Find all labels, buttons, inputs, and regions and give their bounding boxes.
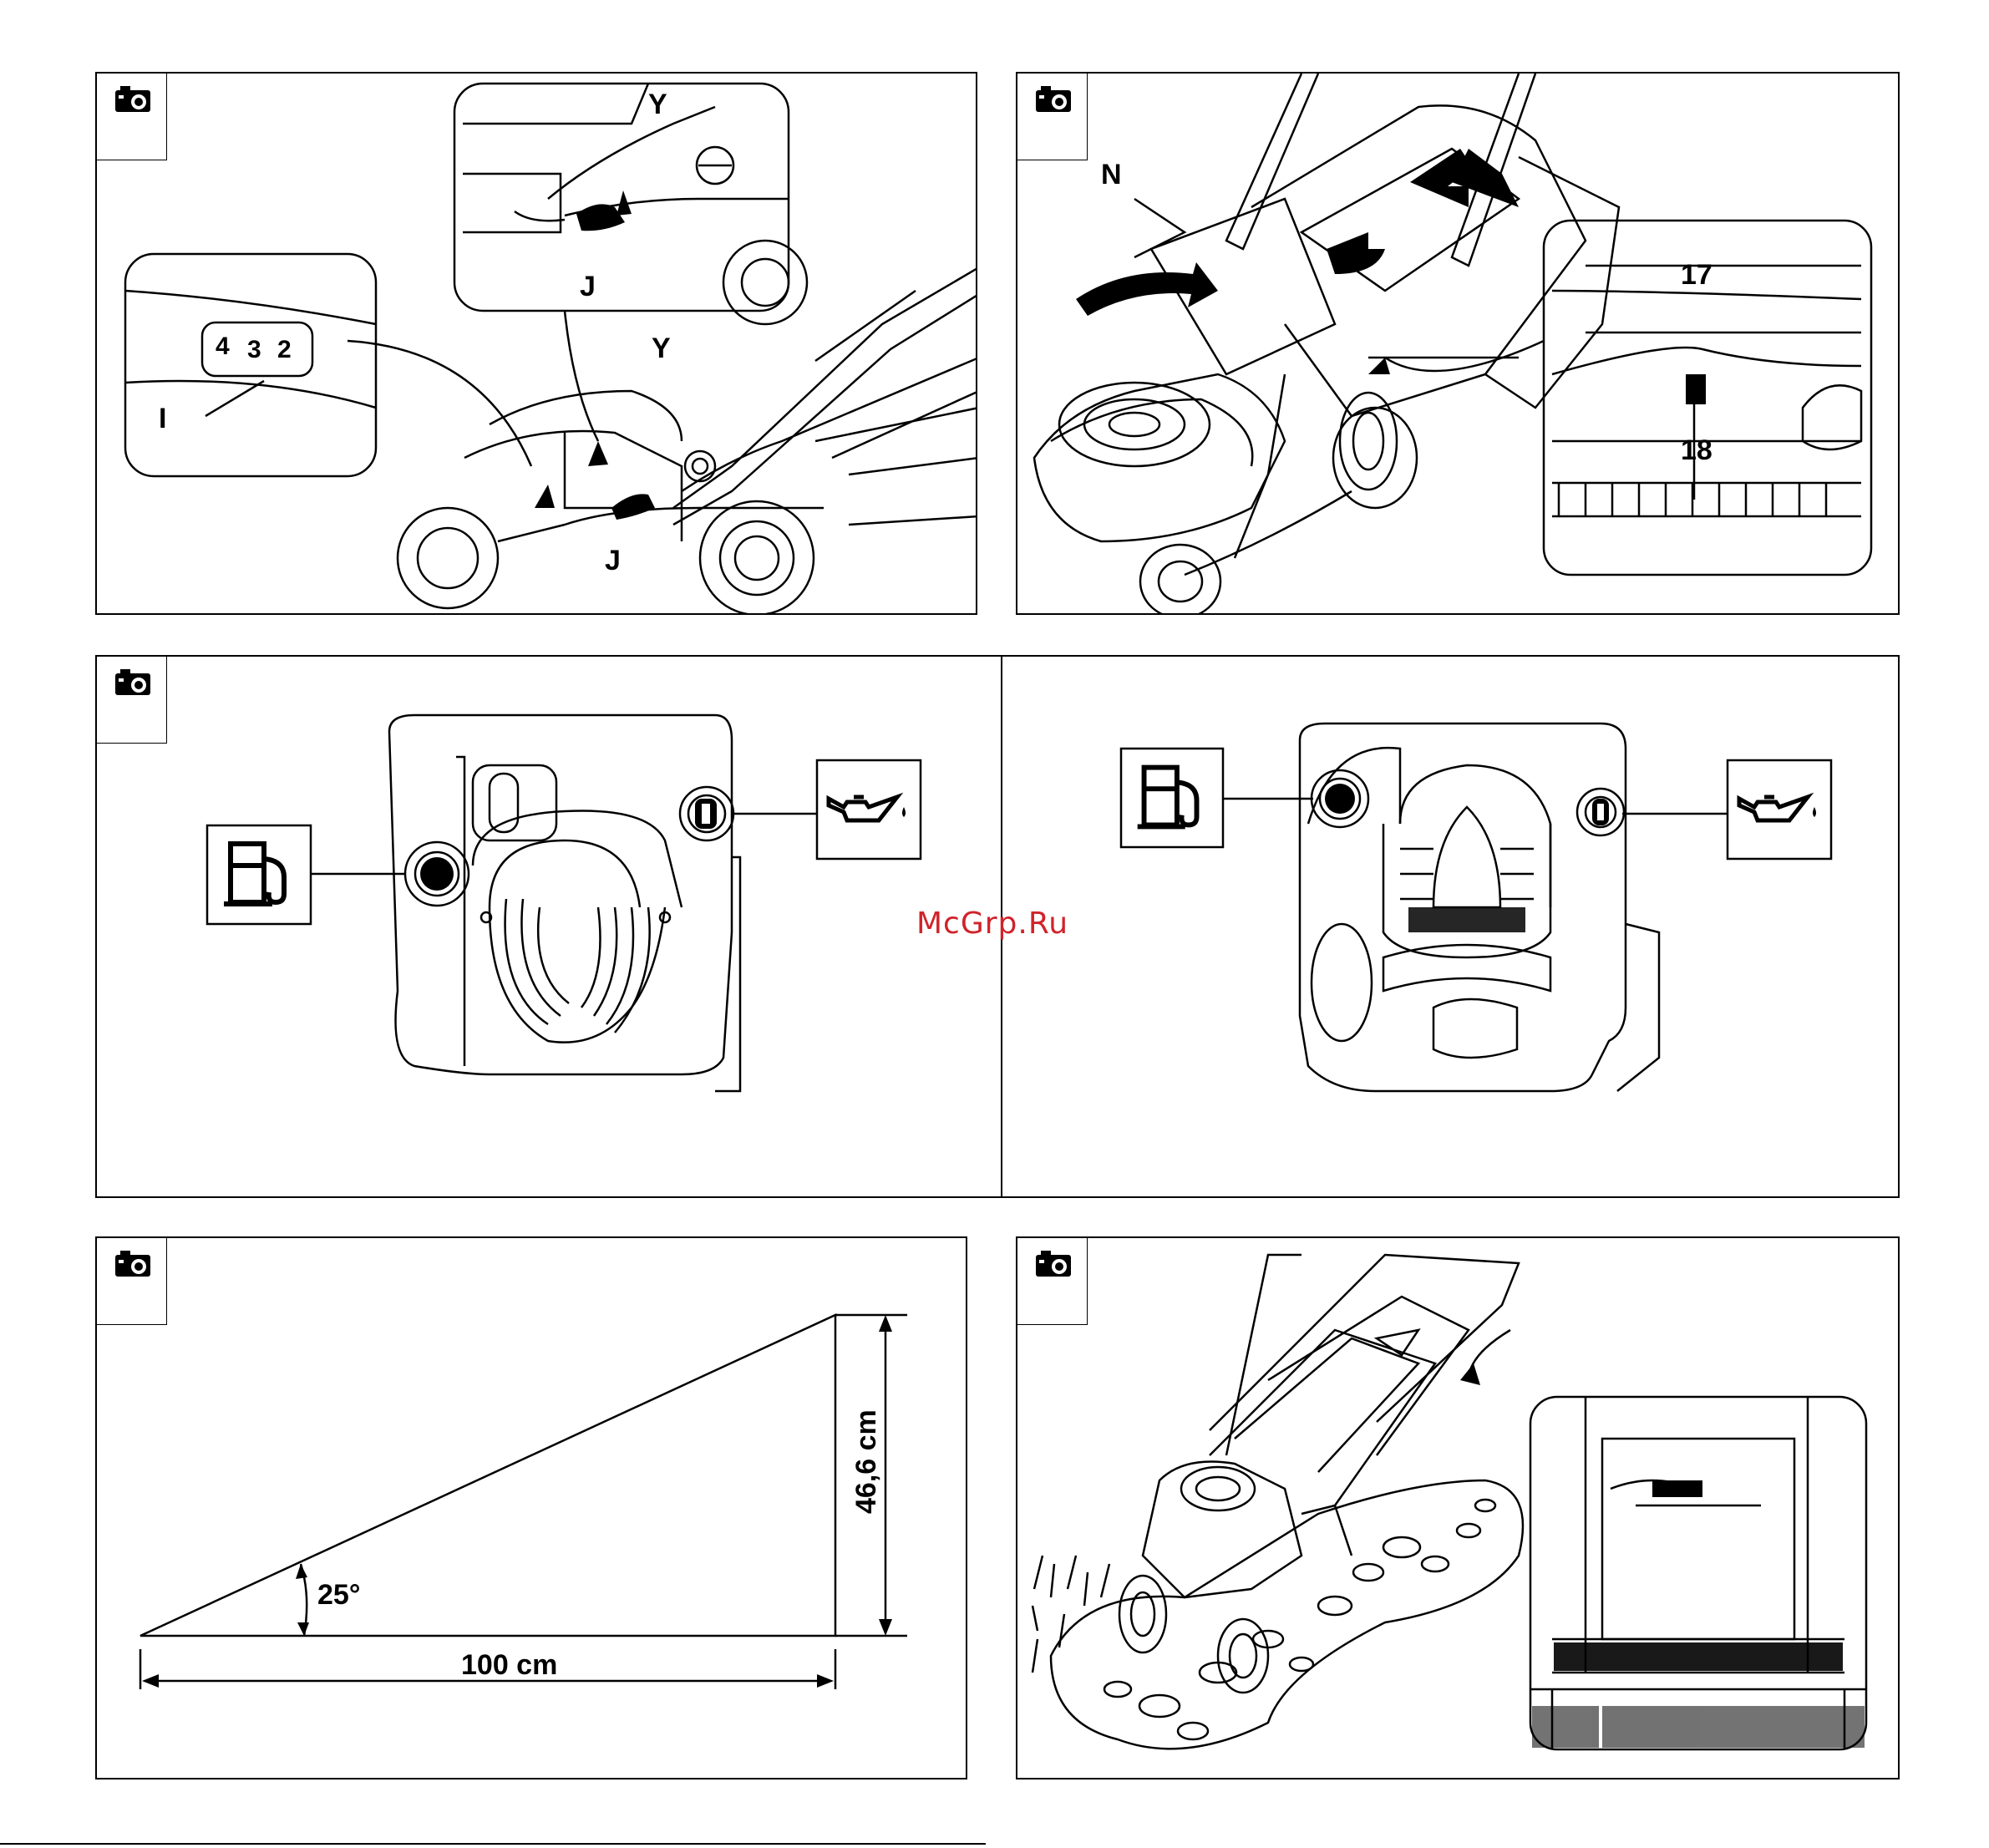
mowing-illustration xyxy=(1017,1238,1900,1779)
mower-catcher-illustration xyxy=(1017,74,1900,615)
panel-height-lever: Y J Y J I 4 3 2 xyxy=(95,72,977,615)
label-n: N xyxy=(1101,160,1122,189)
panel-mowing xyxy=(1016,1236,1900,1779)
label-y-inset: Y xyxy=(648,90,667,119)
footer-rule xyxy=(0,1843,986,1845)
label-y-main: Y xyxy=(652,334,671,363)
slope-triangle-shape xyxy=(140,1315,835,1636)
angle-label: 25° xyxy=(317,1581,360,1609)
height-label: 46,6 cm xyxy=(852,1409,880,1514)
slope-triangle xyxy=(97,1238,967,1779)
label-17: 17 xyxy=(1681,261,1712,289)
oil-can-icon xyxy=(817,760,921,859)
panel-grass-catcher: N 17 18 xyxy=(1016,72,1900,615)
label-i: I xyxy=(159,404,166,433)
label-j-main: J xyxy=(605,546,621,575)
watermark: McGrp.Ru xyxy=(916,906,1068,941)
gear-number-2: 2 xyxy=(277,338,292,363)
oil-can-icon xyxy=(1728,760,1831,859)
fuel-pump-icon xyxy=(207,825,311,924)
gear-number-3: 3 xyxy=(247,338,261,363)
fuel-pump-icon xyxy=(1121,749,1223,847)
width-label: 100 cm xyxy=(461,1651,557,1679)
label-j-inset: J xyxy=(580,272,596,301)
label-18: 18 xyxy=(1681,436,1712,465)
gear-number-4: 4 xyxy=(216,334,230,359)
panel-slope-diagram: 25° 46,6 cm 100 cm xyxy=(95,1236,967,1779)
